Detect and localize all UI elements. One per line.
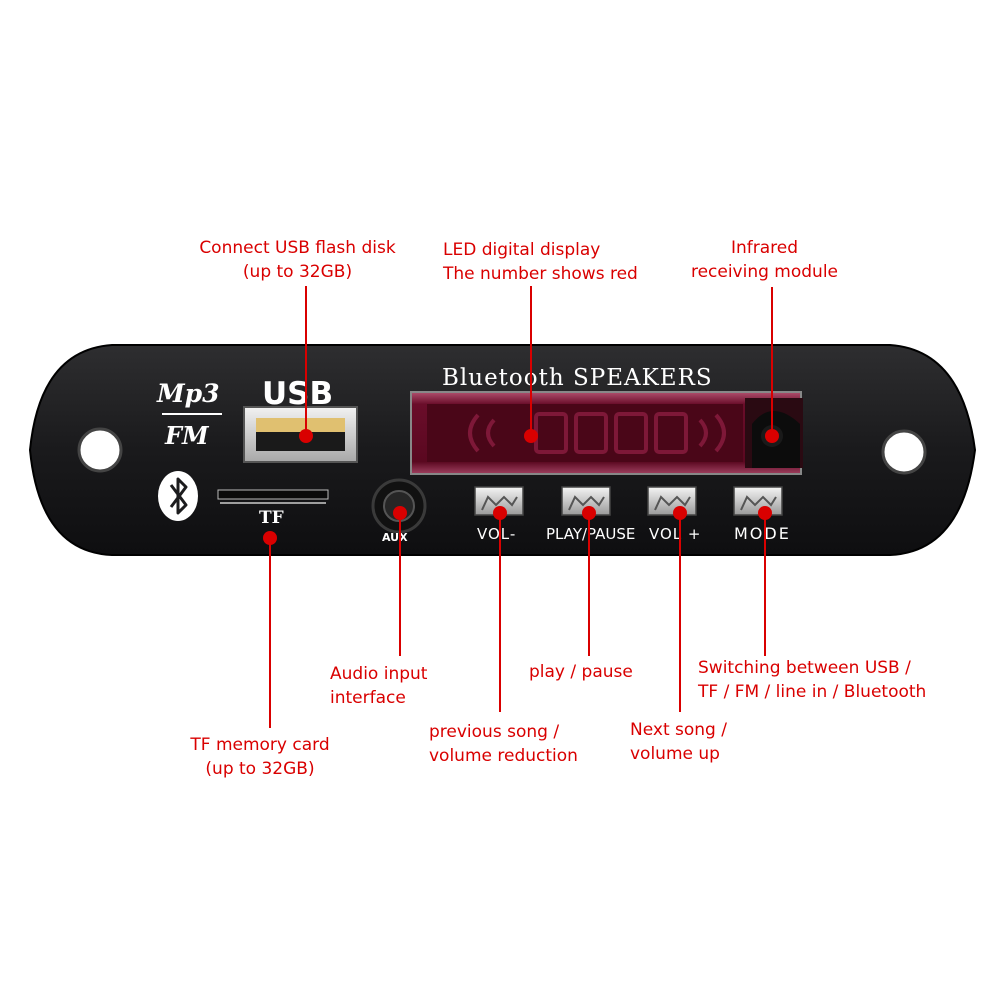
usb-leader-line xyxy=(305,286,307,436)
ir-callout-line-2: receiving module xyxy=(690,262,839,282)
ir-callout-line-1: Infrared xyxy=(730,238,799,258)
fm-label: FM xyxy=(164,421,210,450)
tf-callout: TF memory card (up to 32GB) xyxy=(175,733,345,781)
tf-callout-line-1: TF memory card xyxy=(190,735,330,755)
vol-plus-label: VOL + xyxy=(649,525,702,543)
mode-callout-line-1: Switching between USB / xyxy=(698,658,911,678)
aux-callout-line-1: Audio input xyxy=(330,664,428,684)
prev-callout-line-1: previous song / xyxy=(429,722,560,742)
mode-callout-line-2: TF / FM / line in / Bluetooth xyxy=(698,682,927,702)
play-callout-line-1: play / pause xyxy=(529,662,633,682)
bluetooth-icon xyxy=(158,471,198,521)
display-title: Bluetooth SPEAKERS xyxy=(442,365,713,391)
mode-label: MODE xyxy=(734,524,791,543)
aux-callout: Audio input interface xyxy=(330,662,427,710)
tf-label: TF xyxy=(259,508,284,528)
tf-leader-line xyxy=(269,538,271,728)
mode-callout: Switching between USB / TF / FM / line i… xyxy=(698,656,926,704)
vol-minus-leader-line xyxy=(499,513,501,712)
led-leader-line xyxy=(530,286,532,436)
mp3-label: Mp3 xyxy=(156,379,220,408)
next-callout-line-2: volume up xyxy=(630,744,720,764)
vol-plus-leader-line xyxy=(679,513,681,712)
next-callout-line-1: Next song / xyxy=(630,720,727,740)
aux-callout-line-2: interface xyxy=(330,688,406,708)
aux-leader-line xyxy=(399,513,401,656)
led-callout-line-1: LED digital display xyxy=(443,240,601,260)
mode-leader-line xyxy=(764,513,766,656)
tf-card-slot[interactable] xyxy=(217,489,329,504)
usb-leader-dot xyxy=(299,429,313,443)
led-callout-line-2: The number shows red xyxy=(443,264,638,284)
ir-callout: Infrared receiving module xyxy=(682,236,847,284)
next-callout: Next song / volume up xyxy=(630,718,727,766)
ir-leader-line xyxy=(771,287,773,436)
play-callout: play / pause xyxy=(529,660,633,684)
usb-callout-line-1: Connect USB flash disk xyxy=(199,238,396,258)
usb-callout-line-2: (up to 32GB) xyxy=(242,262,353,282)
tf-callout-line-2: (up to 32GB) xyxy=(205,759,315,779)
aux-label: AUX xyxy=(382,531,408,544)
prev-callout-line-2: volume reduction xyxy=(429,746,578,766)
usb-callout: Connect USB flash disk (up to 32GB) xyxy=(190,236,405,284)
led-display xyxy=(410,391,802,475)
prev-callout: previous song / volume reduction xyxy=(429,720,578,768)
led-leader-dot xyxy=(524,429,538,443)
right-mounting-hole xyxy=(881,429,927,475)
led-callout: LED digital display The number shows red xyxy=(443,238,638,286)
vol-minus-label: VOL- xyxy=(477,525,516,543)
play-leader-line xyxy=(588,513,590,656)
vol-plus-button[interactable] xyxy=(647,486,697,516)
ir-leader-dot xyxy=(765,429,779,443)
play-pause-label: PLAY/PAUSE xyxy=(546,525,635,543)
left-mounting-hole xyxy=(77,427,123,473)
